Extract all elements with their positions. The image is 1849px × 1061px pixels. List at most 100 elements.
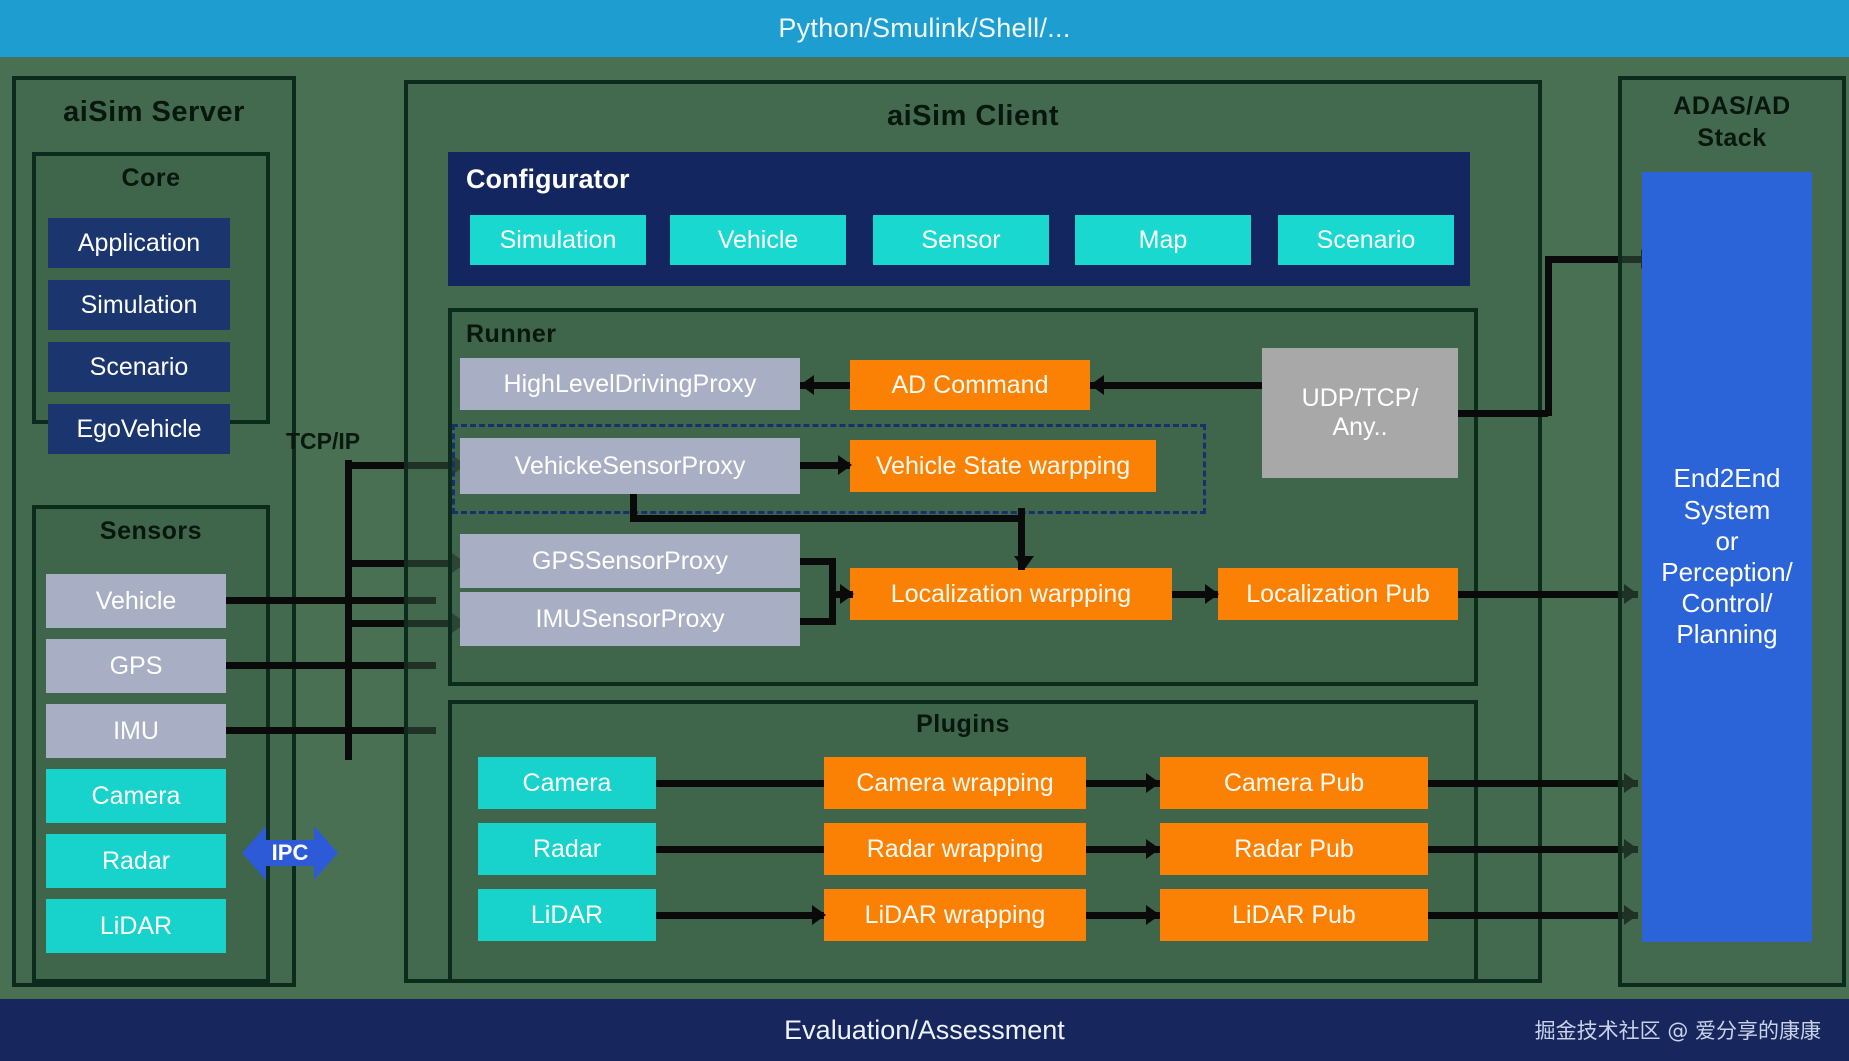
connector-radar-to-wrapper xyxy=(656,846,824,853)
ipc-arrow-body xyxy=(264,840,316,866)
arrow-into-camera-pub xyxy=(1146,773,1160,793)
sensor-item-label: Camera xyxy=(91,781,181,810)
sensor-item-lidar[interactable]: LiDAR xyxy=(46,899,226,953)
transport-line1: UDP/TCP/ xyxy=(1301,383,1419,412)
connector-localization-pub-out xyxy=(1458,591,1638,598)
plugin-pub-label: Radar Pub xyxy=(1234,834,1354,863)
pub-label: Localization Pub xyxy=(1246,579,1430,608)
tab-label: Simulation xyxy=(499,225,617,254)
core-item-application[interactable]: Application xyxy=(48,218,230,268)
stack-line: or xyxy=(1715,525,1739,556)
stack-line: System xyxy=(1683,494,1771,525)
connector-camera-pub-out xyxy=(1428,780,1638,787)
end2end-system-box[interactable]: End2End System or Perception/ Control/ P… xyxy=(1642,172,1812,942)
connector-transport-bottom xyxy=(1458,410,1548,417)
runner-title: Runner xyxy=(466,320,557,348)
aisim-client-title: aiSim Client xyxy=(887,100,1059,132)
sensor-item-camera[interactable]: Camera xyxy=(46,769,226,823)
arrow-into-highleveldrivingproxy xyxy=(800,375,814,395)
plugin-source-camera[interactable]: Camera xyxy=(478,757,656,809)
connector-vehiclestate-drop xyxy=(1018,508,1025,570)
connector-transport-top xyxy=(1545,256,1655,263)
core-item-simulation[interactable]: Simulation xyxy=(48,280,230,330)
adas-stack-title-line2: Stack xyxy=(1697,124,1767,152)
connector-radar-pub-out xyxy=(1428,846,1638,853)
sensor-item-imu[interactable]: IMU xyxy=(46,704,226,758)
configurator-tab-simulation[interactable]: Simulation xyxy=(470,215,646,265)
connector-gpsproxy-out xyxy=(800,558,836,565)
plugin-wrapper-camera[interactable]: Camera wrapping xyxy=(824,757,1086,809)
proxy-label: IMUSensorProxy xyxy=(535,604,725,633)
sensor-item-label: GPS xyxy=(109,651,163,680)
stack-line: Control/ xyxy=(1681,588,1773,619)
arrow-into-ad-command xyxy=(1090,375,1104,395)
arrow-lidar-pub-to-stack xyxy=(1624,905,1638,925)
core-item-scenario[interactable]: Scenario xyxy=(48,342,230,392)
connector-trunk-to-imuproxy xyxy=(345,620,455,627)
connector-trunk-vertical xyxy=(345,460,352,760)
watermark-label: 掘金技术社区 @ 爱分享的康康 xyxy=(1534,1019,1821,1043)
plugin-source-label: Radar xyxy=(532,834,602,863)
adas-stack-title-line1: ADAS/AD xyxy=(1673,92,1791,120)
runner-proxy-gps[interactable]: GPSSensorProxy xyxy=(460,534,800,588)
runner-proxy-highleveldriving[interactable]: HighLevelDrivingProxy xyxy=(460,358,800,410)
connector-lidar-wrapper-to-pub xyxy=(1086,912,1160,919)
connector-adcmd-to-proxy xyxy=(800,382,850,389)
runner-warp-vehicle-state[interactable]: Vehicle State warpping xyxy=(850,440,1156,492)
warp-label: Localization warpping xyxy=(890,579,1132,608)
runner-proxy-imu[interactable]: IMUSensorProxy xyxy=(460,592,800,646)
runner-pub-localization[interactable]: Localization Pub xyxy=(1218,568,1458,620)
connector-sensor-vehicle xyxy=(226,597,436,604)
sensor-item-label: Vehicle xyxy=(95,586,177,615)
connector-camera-to-wrapper xyxy=(656,780,824,787)
core-item-egovehicle[interactable]: EgoVehicle xyxy=(48,404,230,454)
plugin-wrapper-radar[interactable]: Radar wrapping xyxy=(824,823,1086,875)
bottom-banner-label: Evaluation/Assessment xyxy=(784,1014,1065,1045)
connector-radar-wrapper-to-pub xyxy=(1086,846,1160,853)
sensor-item-label: Radar xyxy=(101,846,171,875)
bottom-banner: Evaluation/Assessment 掘金技术社区 @ 爱分享的康康 xyxy=(0,999,1849,1061)
core-title: Core xyxy=(121,164,181,192)
vehicle-state-group-outline xyxy=(452,424,1206,514)
plugin-source-label: LiDAR xyxy=(530,900,604,929)
transport-line2: Any.. xyxy=(1332,413,1388,441)
arrow-into-radar-pub xyxy=(1146,839,1160,859)
tcpip-label: TCP/IP xyxy=(286,428,361,454)
connector-vehicleproxy-to-warp xyxy=(800,462,850,469)
plugin-pub-label: Camera Pub xyxy=(1223,768,1365,797)
connector-lidar-pub-out xyxy=(1428,912,1638,919)
transport-box[interactable]: UDP/TCP/ Any.. xyxy=(1262,348,1458,478)
connector-lidar-to-wrapper xyxy=(656,912,824,919)
sensor-item-radar[interactable]: Radar xyxy=(46,834,226,888)
plugin-pub-label: LiDAR Pub xyxy=(1232,900,1356,929)
plugin-pub-radar[interactable]: Radar Pub xyxy=(1160,823,1428,875)
runner-warp-ad-command[interactable]: AD Command xyxy=(850,360,1090,410)
plugin-source-lidar[interactable]: LiDAR xyxy=(478,889,656,941)
configurator-tab-vehicle[interactable]: Vehicle xyxy=(670,215,846,265)
top-banner: Python/Smulink/Shell/... xyxy=(0,0,1849,57)
arrow-into-localization-pub xyxy=(1205,584,1219,604)
configurator-tab-map[interactable]: Map xyxy=(1075,215,1251,265)
plugin-pub-camera[interactable]: Camera Pub xyxy=(1160,757,1428,809)
sensor-item-gps[interactable]: GPS xyxy=(46,639,226,693)
warp-label: AD Command xyxy=(891,370,1049,399)
aisim-server-title: aiSim Server xyxy=(63,96,245,128)
plugin-source-label: Camera xyxy=(522,768,612,797)
configurator-tab-sensor[interactable]: Sensor xyxy=(873,215,1049,265)
connector-trunk-to-vehicleproxy xyxy=(345,462,455,469)
runner-warp-localization[interactable]: Localization warpping xyxy=(850,568,1172,620)
plugin-wrapper-lidar[interactable]: LiDAR wrapping xyxy=(824,889,1086,941)
warp-label: Vehicle State warpping xyxy=(875,451,1131,480)
connector-transport-riser xyxy=(1545,256,1552,416)
plugin-pub-lidar[interactable]: LiDAR Pub xyxy=(1160,889,1428,941)
sensor-item-vehicle[interactable]: Vehicle xyxy=(46,574,226,628)
plugin-source-radar[interactable]: Radar xyxy=(478,823,656,875)
runner-proxy-vehiclesensor[interactable]: VehickeSensorProxy xyxy=(460,438,800,494)
ipc-arrow-right-head xyxy=(314,826,338,880)
sensor-item-label: LiDAR xyxy=(99,911,173,940)
configurator-tab-scenario[interactable]: Scenario xyxy=(1278,215,1454,265)
connector-transport-to-adcmd xyxy=(1090,382,1265,389)
stack-line: Perception/ xyxy=(1661,557,1793,587)
proxy-label: GPSSensorProxy xyxy=(532,546,728,575)
ipc-arrow: IPC xyxy=(242,826,338,880)
